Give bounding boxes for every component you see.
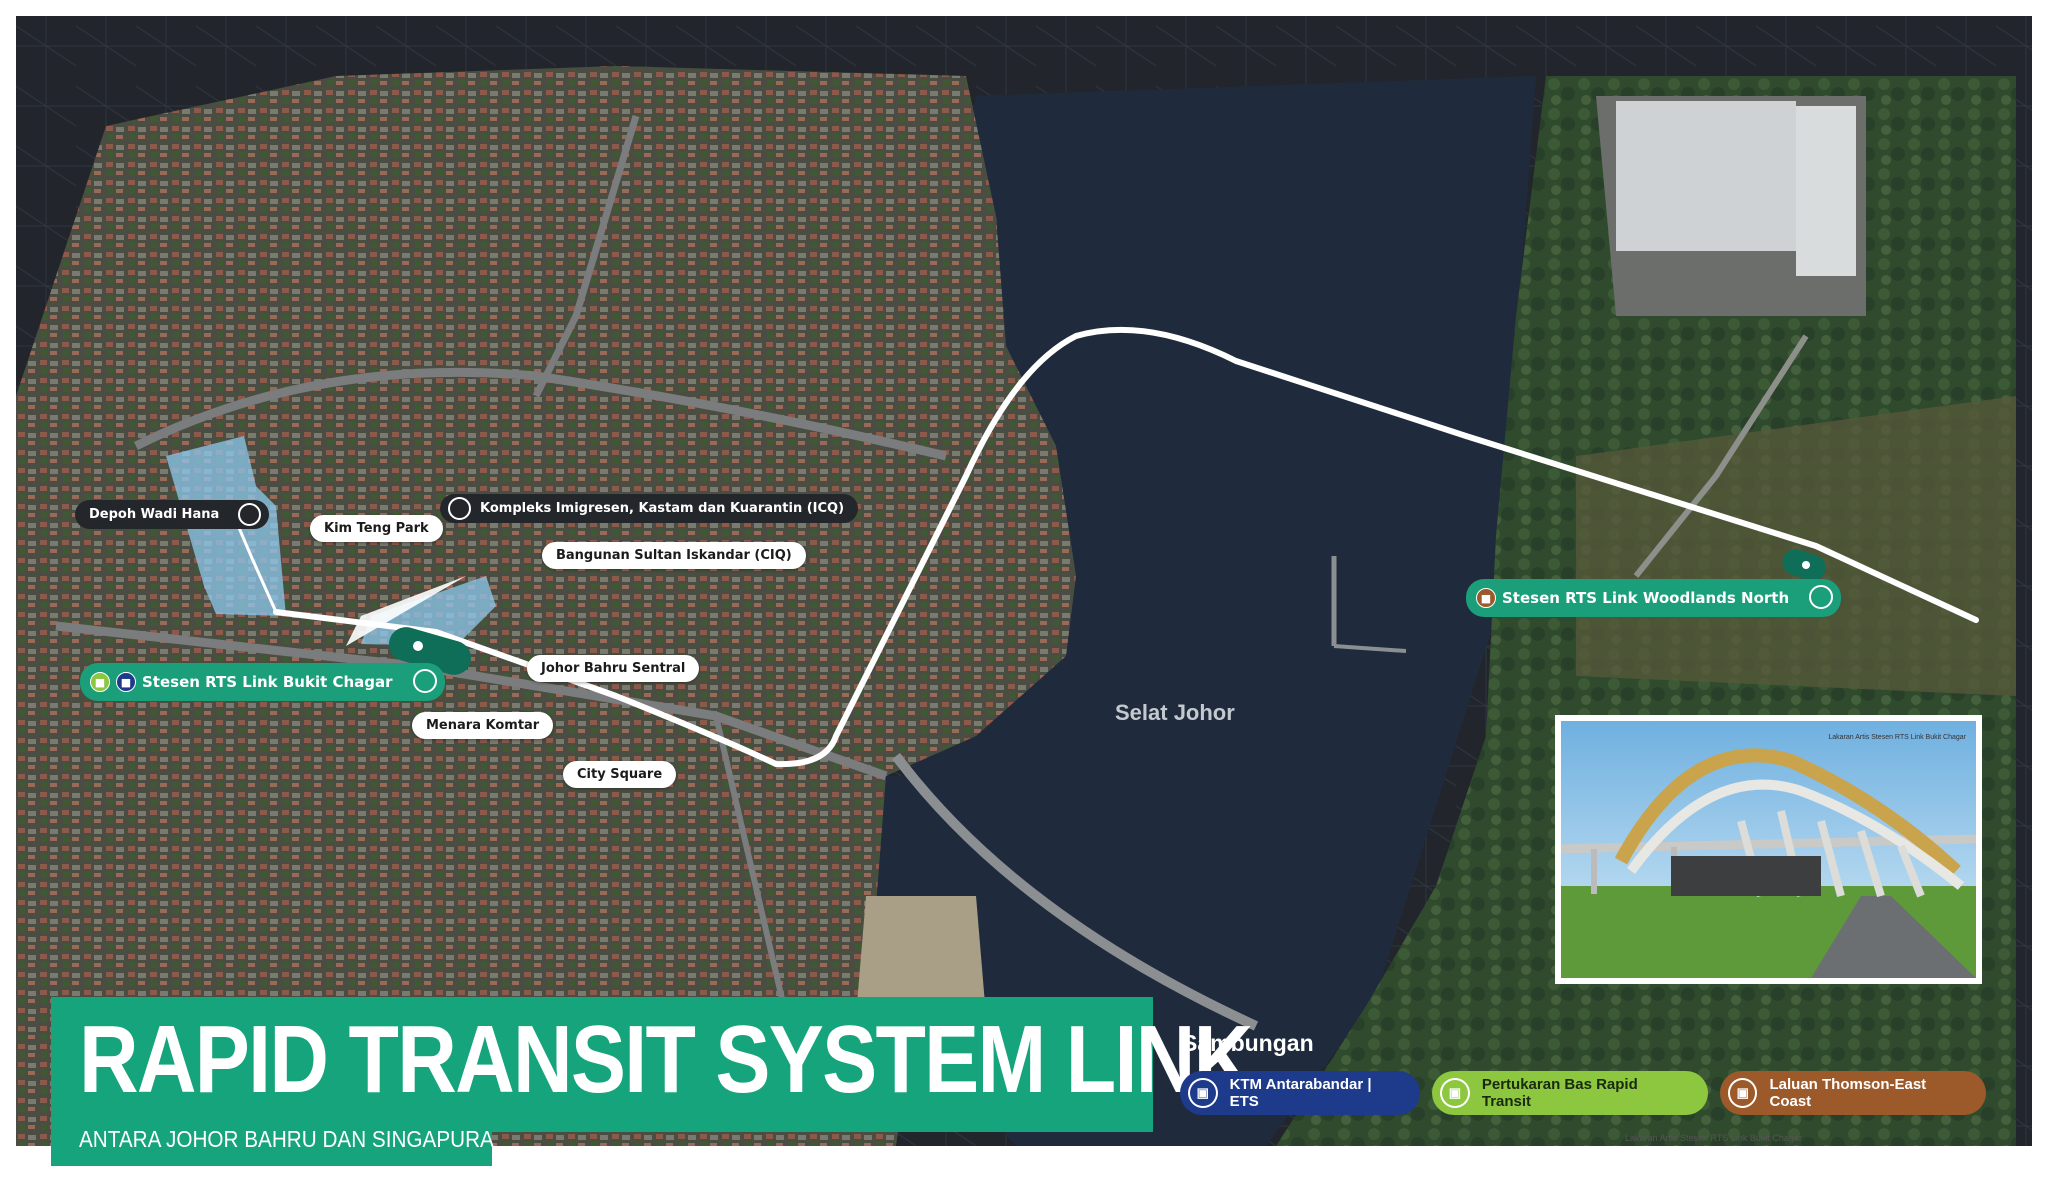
marker-ring-icon — [412, 669, 437, 693]
legend-item-tel: ▣ Laluan Thomson-East Coast — [1720, 1071, 1986, 1115]
station-woodlands-north: ■ Stesen RTS Link Woodlands North — [1466, 579, 1842, 617]
sea-label: Selat Johor — [1115, 700, 1235, 725]
page-subtitle: ANTARA JOHOR BAHRU DAN SINGAPURA — [79, 1126, 494, 1152]
depot-label-text: Depoh Wadi Hana — [89, 507, 220, 522]
page-title: RAPID TRANSIT SYSTEM LINK — [79, 1006, 1253, 1113]
station-bukit-chagar: ■ ■ Stesen RTS Link Bukit Chagar — [80, 663, 445, 701]
footnote: Lakaran Artis Stesen RTS Link Bukit Chag… — [1625, 1133, 1802, 1143]
legend-item-ktm: ▣ KTM Antarabandar | ETS — [1180, 1071, 1420, 1115]
render-caption: Lakaran Artis Stesen RTS Link Bukit Chag… — [1828, 734, 1966, 741]
station-bukit-chagar-label: Stesen RTS Link Bukit Chagar — [142, 673, 393, 691]
icq-label-text: Kompleks Imigresen, Kastam dan Kuarantin… — [480, 501, 845, 516]
city-square-label: City Square — [563, 761, 677, 788]
jb-sentral-label: Johor Bahru Sentral — [527, 655, 700, 682]
icq-label: Kompleks Imigresen, Kastam dan Kuarantin… — [440, 494, 859, 523]
depot-label: Depoh Wadi Hana — [75, 500, 270, 529]
mrt-icon: ▣ — [1728, 1078, 1758, 1108]
bus-icon: ■ — [90, 672, 110, 692]
legend-item-bus: ▣ Pertukaran Bas Rapid Transit — [1432, 1071, 1708, 1115]
legend-title: Sambungan — [1182, 1030, 1314, 1056]
mrt-icon: ■ — [1476, 588, 1496, 608]
legend-item-tel-label: Laluan Thomson-East Coast — [1769, 1076, 1927, 1110]
subtitle-banner: ANTARA JOHOR BAHRU DAN SINGAPURA — [51, 1114, 494, 1166]
marker-ring-icon — [238, 503, 262, 526]
marker-ring-icon — [448, 497, 471, 520]
komtar-label: Menara Komtar — [412, 712, 554, 739]
station-woodlands-north-label: Stesen RTS Link Woodlands North — [1502, 589, 1790, 607]
legend-item-ktm-label: KTM Antarabandar | ETS — [1229, 1076, 1372, 1110]
title-banner: RAPID TRANSIT SYSTEM LINK — [51, 997, 1253, 1132]
train-icon: ▣ — [1188, 1078, 1218, 1108]
station-render-image — [1561, 721, 1976, 978]
artist-render-inset: Lakaran Artis Stesen RTS Link Bukit Chag… — [1555, 715, 1982, 984]
marker-ring-icon — [1809, 585, 1834, 609]
bus-icon: ▣ — [1440, 1078, 1470, 1108]
legend-item-bus-label: Pertukaran Bas Rapid Transit — [1481, 1076, 1638, 1110]
ciq-label: Bangunan Sultan Iskandar (CIQ) — [542, 542, 806, 569]
kim-teng-label: Kim Teng Park — [310, 515, 443, 542]
train-icon: ■ — [116, 672, 136, 692]
